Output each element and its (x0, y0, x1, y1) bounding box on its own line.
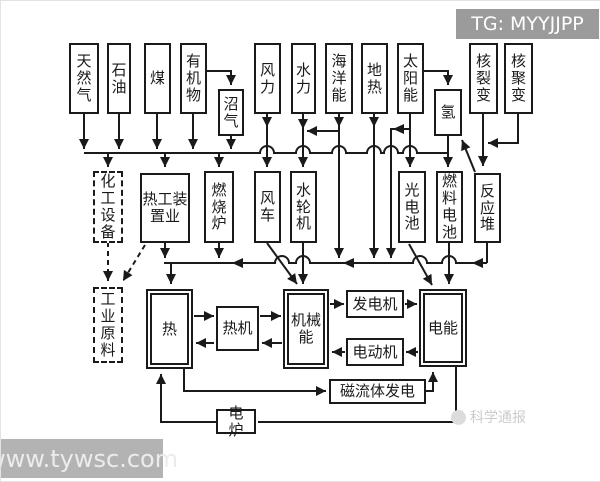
node-electric-energy: 电能 (419, 289, 467, 367)
node-wind: 风力 (254, 43, 281, 114)
node-biogas: 沼气 (218, 89, 244, 136)
node-water-turbine: 水轮机 (290, 171, 317, 243)
node-electric-furnace: 电炉 (216, 404, 256, 438)
node-windmill: 风车 (254, 171, 281, 243)
node-natural-gas: 天然气 (69, 43, 99, 114)
node-mhd-generation: 磁流体发电 (329, 379, 426, 404)
node-organic-matter: 有机物 (180, 43, 207, 114)
node-coal: 煤 (144, 43, 171, 114)
node-chemical-equipment: 化工设备 (93, 171, 123, 243)
node-oil: 石油 (107, 43, 131, 114)
brand-watermark-text: 科学通报 (470, 410, 526, 426)
node-solar: 太阳能 (397, 43, 424, 114)
node-geothermal: 地热 (361, 43, 388, 114)
node-heat: 热 (146, 289, 193, 369)
node-hydro: 水力 (291, 43, 316, 114)
brand-watermark: 科学通报 (451, 407, 526, 427)
node-thermal-device: 热工装置业 (140, 173, 190, 243)
node-hydrogen: 氢 (434, 89, 462, 136)
node-photocell: 光电池 (398, 171, 426, 243)
node-reactor: 反应堆 (474, 173, 501, 243)
node-ocean-energy: 海洋能 (325, 43, 353, 114)
brand-logo-icon (451, 409, 466, 425)
node-electric-motor: 电动机 (346, 338, 404, 366)
telegram-watermark: TG: MYYJJPP (456, 9, 599, 39)
node-combustion-furnace: 燃烧炉 (204, 171, 234, 243)
node-mechanical-energy: 机械能 (283, 289, 329, 369)
node-nuclear-fission: 核裂变 (469, 43, 498, 114)
node-nuclear-fusion: 核聚变 (504, 43, 533, 114)
website-watermark: www.tywsc.com (1, 439, 178, 478)
node-generator: 发电机 (346, 290, 404, 318)
node-heat-engine: 热机 (216, 306, 259, 351)
node-industrial-materials: 工业原料 (93, 287, 123, 363)
node-fuel-cell: 燃料电池 (436, 171, 463, 243)
